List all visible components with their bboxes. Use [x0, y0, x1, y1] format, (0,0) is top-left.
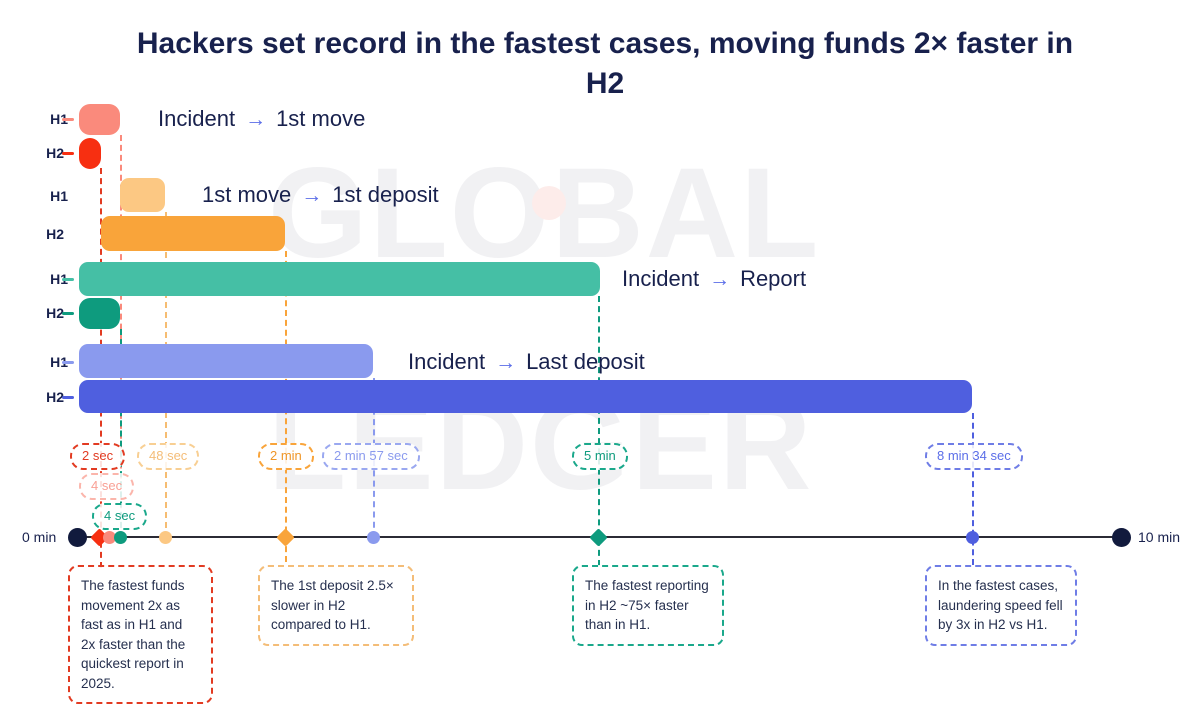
group2-to: 1st deposit: [332, 182, 439, 207]
pill-8min34sec: 8 min 34 sec: [925, 443, 1023, 470]
axis-dot-2min: [276, 528, 295, 547]
note-orange: The 1st deposit 2.5× slower in H2 compar…: [258, 565, 414, 646]
axis-start-dot: [68, 528, 87, 547]
note-teal: The fastest reporting in H2 ~75× faster …: [572, 565, 724, 646]
note-red: The fastest funds movement 2x as fast as…: [68, 565, 213, 704]
axis-end-label: 10 min: [1138, 529, 1181, 545]
bar-h2-incident-to-report: [79, 298, 120, 329]
group-label-incident-first-move: Incident → 1st move: [158, 106, 365, 132]
arrow-icon: →: [495, 351, 517, 374]
bar-h2-incident-to-first-move: [79, 138, 101, 169]
bar-h1-incident-to-last-deposit: [79, 344, 373, 378]
note-blue: In the fastest cases, laundering speed f…: [925, 565, 1077, 646]
group1-to: 1st move: [276, 106, 366, 131]
watermark-dot: [532, 186, 566, 220]
pill-2min: 2 min: [258, 443, 314, 470]
row-label-h1-incident-firstmove: H1: [50, 111, 68, 127]
row-tick-8: [62, 396, 74, 399]
axis-dot-5min: [589, 528, 608, 547]
arrow-icon: →: [709, 268, 731, 291]
group-label-first-move-first-deposit: 1st move → 1st deposit: [202, 182, 439, 208]
row-tick-6: [62, 312, 74, 315]
pill-2sec: 2 sec: [70, 443, 126, 470]
bar-h1-incident-to-report: [79, 262, 600, 296]
bar-h1-first-move-to-first-deposit: [120, 178, 165, 212]
group2-from: 1st move: [202, 182, 292, 207]
guide-4sec-teal: [120, 329, 122, 538]
row-label-h1-incident-report: H1: [50, 271, 68, 287]
bar-h2-incident-to-last-deposit: [79, 380, 972, 413]
row-tick-2: [62, 152, 74, 155]
axis-dot-4sec-teal: [114, 531, 127, 544]
guide-8min34sec: [972, 413, 974, 565]
axis-dot-4sec-pink: [103, 531, 116, 544]
group-label-incident-report: Incident → Report: [622, 266, 806, 292]
guide-5min: [598, 296, 600, 566]
row-label-h2-incident-report: H2: [46, 305, 64, 321]
arrow-icon: →: [245, 108, 267, 131]
chart-title: Hackers set record in the fastest cases,…: [136, 27, 1074, 100]
row-label-h2-incident-firstmove: H2: [46, 145, 64, 161]
bar-h2-first-move-to-first-deposit: [101, 216, 285, 251]
group1-from: Incident: [158, 106, 236, 131]
group3-from: Incident: [622, 266, 700, 291]
axis-dot-48sec: [159, 531, 172, 544]
pill-48sec: 48 sec: [137, 443, 200, 470]
row-label-h2-incident-lastdeposit: H2: [46, 389, 64, 405]
row-tick-7: [62, 361, 74, 364]
pill-5min: 5 min: [572, 443, 628, 470]
axis-dot-2min57sec: [367, 531, 380, 544]
pill-2min57sec: 2 min 57 sec: [322, 443, 420, 470]
group-label-incident-last-deposit: Incident → Last deposit: [408, 349, 645, 375]
row-label-h2-firstmove-firstdeposit: H2: [46, 226, 64, 242]
row-label-h1-incident-lastdeposit: H1: [50, 354, 68, 370]
axis-end-dot: [1112, 528, 1131, 547]
pill-4sec-teal: 4 sec: [92, 503, 148, 530]
row-tick-1: [62, 118, 74, 121]
group4-to: Last deposit: [526, 349, 645, 374]
group4-from: Incident: [408, 349, 486, 374]
group3-to: Report: [740, 266, 807, 291]
row-label-h1-firstmove-firstdeposit: H1: [50, 188, 68, 204]
arrow-icon: →: [301, 184, 323, 207]
axis-start-label: 0 min: [22, 529, 57, 545]
pill-4sec-pink: 4 sec: [79, 473, 135, 500]
row-tick-5: [62, 278, 74, 281]
bar-h1-incident-to-first-move: [79, 104, 120, 135]
axis-dot-8min34sec: [966, 531, 979, 544]
